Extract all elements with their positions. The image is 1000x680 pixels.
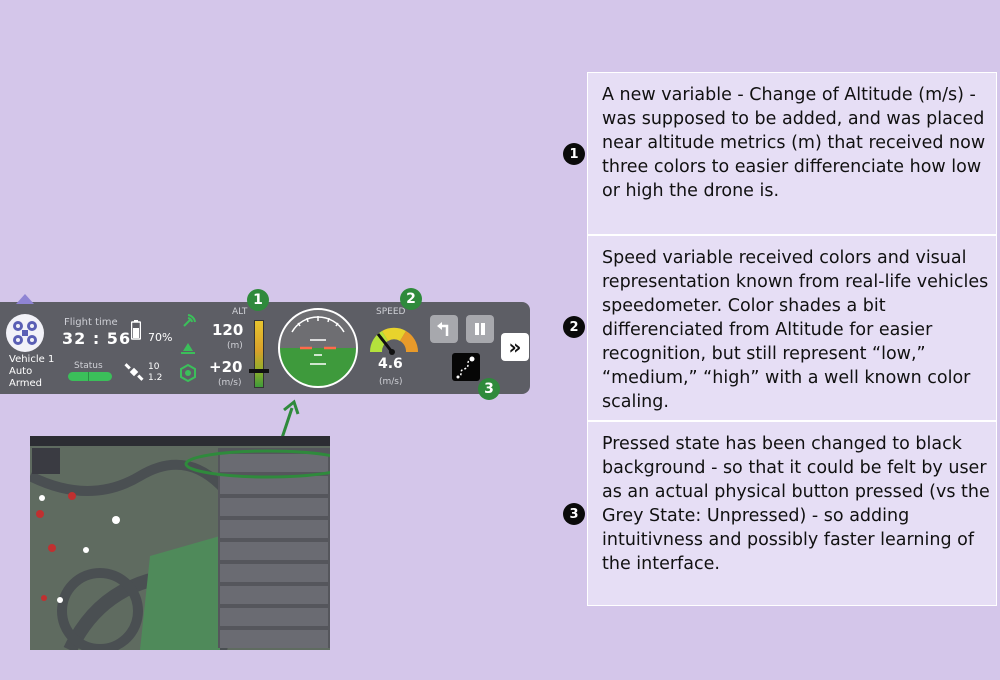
collapse-caret-icon[interactable]	[16, 294, 34, 304]
altitude-scale-marker	[249, 369, 269, 373]
drone-icon[interactable]	[6, 314, 44, 352]
pause-icon	[475, 323, 485, 335]
note-number-1: 1	[563, 143, 585, 165]
map-overview-thumbnail	[30, 436, 330, 650]
vehicle-mode: Auto	[9, 366, 33, 377]
satellite-icon	[124, 362, 144, 386]
vehicle-name: Vehicle 1	[9, 354, 55, 365]
expand-button[interactable]: »	[501, 333, 529, 361]
speed-unit: (m/s)	[379, 377, 403, 387]
note-number-3: 3	[563, 503, 585, 525]
pause-button[interactable]	[466, 315, 494, 343]
altitude-value: 120	[212, 321, 244, 339]
battery-value: 70%	[148, 331, 173, 344]
signal-icon	[180, 312, 198, 334]
callout-badge-2: 2	[400, 288, 422, 310]
altitude-color-scale	[254, 320, 264, 388]
hex-icon	[179, 363, 197, 386]
battery-icon	[130, 320, 142, 344]
altitude-change-value: +20	[209, 358, 243, 376]
note-altitude: A new variable - Change of Altitude (m/s…	[587, 72, 997, 235]
altitude-label: ALT	[232, 307, 248, 317]
status-label: Status	[74, 361, 103, 371]
gps-hdop: 1.2	[148, 373, 163, 383]
note-number-2: 2	[563, 316, 585, 338]
speed-value: 4.6	[378, 356, 403, 372]
note-pressed-state: Pressed state has been changed to black …	[587, 421, 997, 606]
artificial-horizon	[278, 308, 358, 388]
gps-satellites: 10	[148, 362, 160, 372]
vehicle-state: Armed	[9, 378, 43, 389]
status-indicator	[68, 372, 112, 381]
speed-label: SPEED	[376, 307, 406, 317]
return-button[interactable]	[430, 315, 458, 343]
callout-badge-1: 1	[247, 289, 269, 311]
altitude-change-unit: (m/s)	[218, 378, 242, 388]
speedometer-gauge	[366, 322, 422, 360]
vehicle-status-bar: Vehicle 1 Auto Armed Flight time 32 : 56…	[0, 288, 530, 400]
flight-time-value: 32 : 56	[62, 329, 132, 348]
mission-path-button[interactable]	[452, 353, 480, 381]
mission-path-icon	[456, 356, 475, 379]
altitude-unit: (m)	[227, 341, 243, 351]
note-speed: Speed variable received colors and visua…	[587, 235, 997, 421]
landing-icon	[180, 340, 196, 359]
flight-time-label: Flight time	[64, 317, 118, 328]
return-icon	[437, 322, 449, 336]
gps-readout: 10 1.2	[148, 362, 162, 384]
callout-badge-3: 3	[478, 378, 500, 400]
